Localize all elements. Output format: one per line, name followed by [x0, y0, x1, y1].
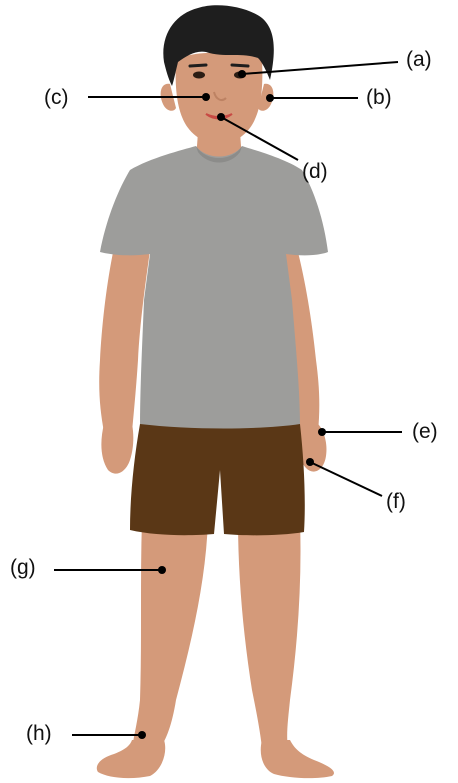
label-g: (g)	[10, 556, 36, 580]
pointer-dot-e	[318, 428, 326, 436]
label-d: (d)	[302, 160, 328, 184]
shorts	[130, 424, 305, 535]
label-h: (h)	[26, 722, 52, 746]
label-a: (a)	[406, 48, 432, 72]
pointer-dot-f	[306, 458, 314, 466]
pointer-line-f	[310, 462, 382, 496]
label-c: (c)	[44, 86, 69, 110]
label-f: (f)	[386, 490, 406, 514]
right-brow	[232, 65, 248, 66]
right-foot	[261, 740, 334, 778]
pointer-dot-h	[138, 731, 146, 739]
left-leg	[132, 520, 208, 748]
pointer-dot-b	[266, 94, 274, 102]
left-foot	[97, 740, 165, 778]
left-hand	[101, 424, 133, 474]
head	[161, 5, 274, 143]
label-b: (b)	[366, 86, 392, 110]
left-brow	[190, 65, 206, 66]
pointer-dot-c	[202, 93, 210, 101]
pointer-dot-g	[158, 566, 166, 574]
left-eye	[193, 72, 205, 79]
legs	[97, 520, 334, 778]
pointer-dot-a	[238, 70, 246, 78]
right-leg	[238, 520, 301, 748]
pointer-dot-d	[217, 113, 225, 121]
label-e: (e)	[412, 420, 438, 444]
